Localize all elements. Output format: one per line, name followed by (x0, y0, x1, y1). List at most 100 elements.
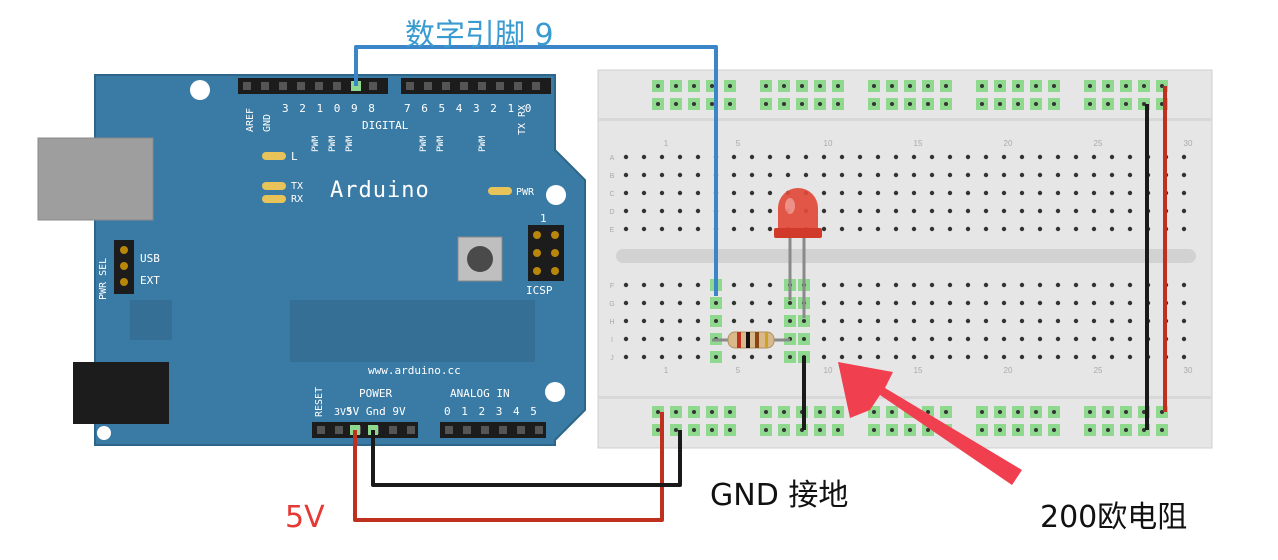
pwm-label: PWM (311, 135, 321, 152)
breadboard-hole (1055, 154, 1061, 160)
breadboard-hole (1055, 318, 1061, 324)
breadboard-hole (839, 154, 845, 160)
breadboard-hole (1091, 190, 1097, 196)
breadboard-hole (929, 226, 935, 232)
breadboard-hole (749, 354, 755, 360)
breadboard-hole (857, 336, 863, 342)
breadboard-hole (1055, 190, 1061, 196)
breadboard-hole (1091, 300, 1097, 306)
rx-led-label: RX (291, 194, 303, 205)
breadboard-hole (677, 318, 683, 324)
breadboard-hole (1073, 226, 1079, 232)
breadboard-hole (875, 190, 881, 196)
breadboard-hole (641, 154, 647, 160)
breadboard-hole (875, 282, 881, 288)
breadboard-hole (947, 336, 953, 342)
mounting-hole (190, 80, 210, 100)
breadboard-hole (893, 300, 899, 306)
breadboard-hole (1019, 336, 1025, 342)
breadboard-hole (641, 318, 647, 324)
breadboard-hole (659, 282, 665, 288)
breadboard-hole (857, 318, 863, 324)
breadboard-hole (1019, 226, 1025, 232)
breadboard-hole (1019, 172, 1025, 178)
breadboard-hole (1073, 154, 1079, 160)
breadboard-hole (749, 208, 755, 214)
breadboard-hole (749, 154, 755, 160)
breadboard-hole (677, 282, 683, 288)
breadboard-hole (1109, 154, 1115, 160)
column-number: 10 (824, 366, 833, 375)
breadboard-hole (1127, 154, 1133, 160)
pwm-label: PWM (419, 135, 429, 152)
breadboard-hole (749, 318, 755, 324)
breadboard-hole (839, 208, 845, 214)
breadboard-hole (749, 172, 755, 178)
breadboard-hole (1055, 208, 1061, 214)
breadboard-hole (983, 282, 989, 288)
pwm-label: PWM (478, 135, 488, 152)
breadboard-hole (1127, 172, 1133, 178)
breadboard-hole (983, 172, 989, 178)
voltage-regulator (130, 300, 172, 340)
breadboard-hole (659, 336, 665, 342)
breadboard-hole (641, 226, 647, 232)
signal-wire-pin9 (354, 45, 718, 296)
breadboard-hole (1073, 336, 1079, 342)
breadboard-hole (1055, 354, 1061, 360)
pwr-sel-label: PWR SEL (98, 258, 109, 300)
breadboard-hole (1091, 282, 1097, 288)
breadboard-hole (821, 154, 827, 160)
breadboard-hole (893, 154, 899, 160)
ground-label: GND 接地 (710, 478, 849, 513)
breadboard-hole (857, 172, 863, 178)
breadboard-hole (1001, 226, 1007, 232)
usb-label: USB (140, 252, 160, 265)
header-pin (496, 82, 504, 90)
breadboard-hole (1001, 190, 1007, 196)
reset-button (457, 236, 503, 282)
pwm-label: PWM (328, 135, 338, 152)
breadboard-hole (1109, 226, 1115, 232)
breadboard-hole (947, 190, 953, 196)
breadboard-hole (623, 208, 629, 214)
red-led (774, 188, 822, 318)
breadboard-hole (875, 172, 881, 178)
breadboard-hole (767, 154, 773, 160)
breadboard-hole (641, 336, 647, 342)
breadboard-hole (983, 300, 989, 306)
header-pin (407, 426, 415, 434)
breadboard-hole (1127, 354, 1133, 360)
header-pin (517, 426, 525, 434)
breadboard-hole (1001, 282, 1007, 288)
breadboard-hole (677, 336, 683, 342)
column-number: 15 (914, 139, 923, 148)
breadboard-hole (1109, 208, 1115, 214)
breadboard-hole (857, 300, 863, 306)
breadboard-hole (857, 190, 863, 196)
header-pin (442, 82, 450, 90)
pwr-led-label: PWR (516, 187, 535, 198)
breadboard-hole (1019, 300, 1025, 306)
breadboard-hole (1055, 336, 1061, 342)
breadboard-hole (1037, 208, 1043, 214)
header-pin (335, 426, 343, 434)
breadboard-connected-holes (710, 279, 810, 363)
row-letter: A (610, 155, 615, 162)
v3-label: 3V3 (334, 407, 352, 418)
breadboard-hole (947, 172, 953, 178)
breadboard-hole (641, 300, 647, 306)
breadboard-hole (695, 154, 701, 160)
breadboard-hole (659, 318, 665, 324)
txrx-label: TX RX (517, 105, 528, 135)
column-number: 1 (664, 366, 669, 375)
header-pin (369, 82, 377, 90)
breadboard-hole (1073, 318, 1079, 324)
breadboard-hole (767, 300, 773, 306)
breadboard-hole (1037, 226, 1043, 232)
breadboard-hole (677, 172, 683, 178)
breadboard-hole (785, 172, 791, 178)
analog-label: ANALOG IN (450, 387, 510, 400)
breadboard-hole (839, 336, 845, 342)
breadboard-hole (965, 336, 971, 342)
